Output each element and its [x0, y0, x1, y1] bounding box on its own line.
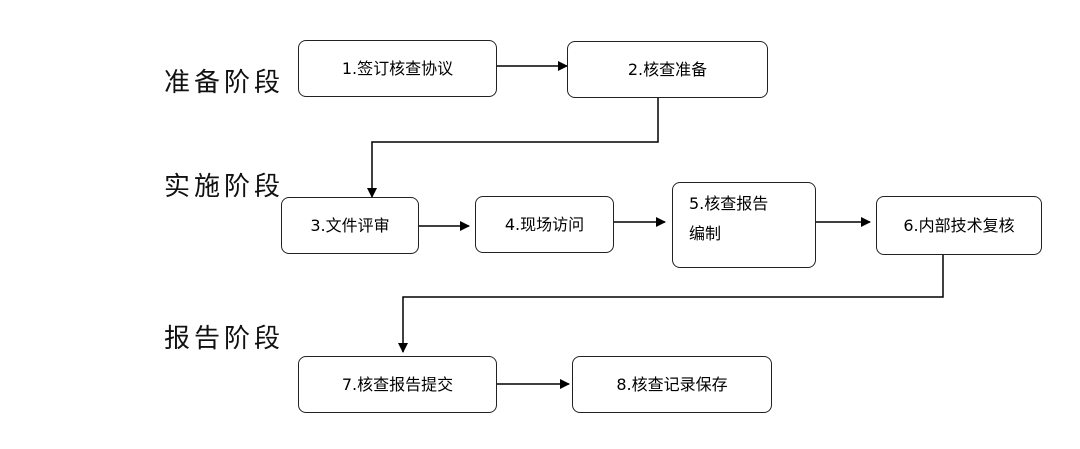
step-2-preparation: 2.核查准备 [567, 41, 768, 98]
stage-label-report: 报告阶段 [164, 324, 285, 354]
step-5-label-line2: 编制 [689, 224, 722, 243]
step-1-sign-agreement: 1.签订核查协议 [298, 40, 497, 97]
step-8-record-keeping: 8.核查记录保存 [572, 356, 772, 413]
arrow-6-to-7 [398, 255, 944, 353]
step-3-document-review: 3.文件评审 [281, 197, 419, 254]
arrow-2-to-3 [367, 98, 659, 198]
step-5-label-line1: 5.核查报告 [689, 194, 769, 213]
step-4-label: 4.现场访问 [504, 214, 585, 234]
step-6-internal-review: 6.内部技术复核 [876, 196, 1042, 255]
stage-label-prepare: 准备阶段 [164, 68, 285, 98]
stage-label-implement: 实施阶段 [164, 172, 285, 202]
step-7-label: 7.核查报告提交 [341, 374, 454, 394]
step-5-report-drafting: 5.核查报告 编制 [672, 182, 816, 268]
step-4-site-visit: 4.现场访问 [475, 196, 614, 253]
step-3-label: 3.文件评审 [310, 215, 390, 235]
step-7-report-submission: 7.核查报告提交 [298, 356, 497, 413]
step-1-label: 1.签订核查协议 [341, 58, 454, 78]
step-6-label: 6.内部技术复核 [903, 215, 1015, 235]
step-2-label: 2.核查准备 [627, 59, 708, 79]
step-8-label: 8.核查记录保存 [616, 374, 728, 394]
